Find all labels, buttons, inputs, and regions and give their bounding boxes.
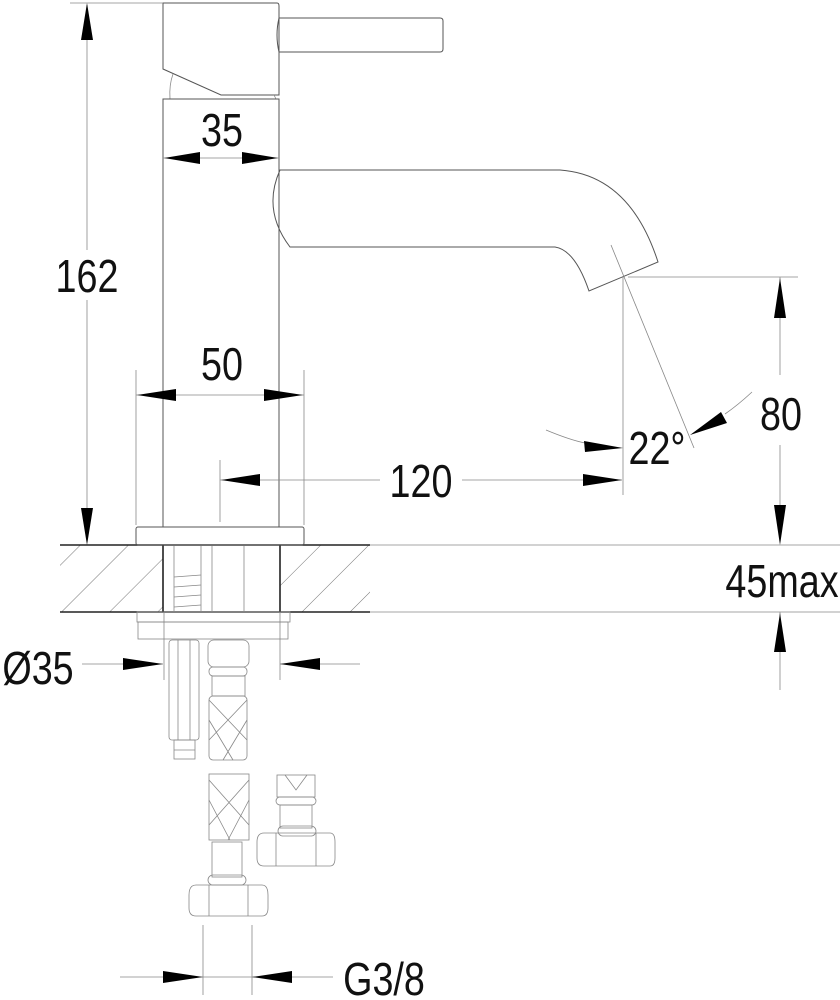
dim-162-label: 162 (56, 250, 119, 301)
dimension-height-80: 80 (628, 276, 802, 545)
dimension-body-35: 35 (163, 104, 279, 164)
dimension-thread: G3/8 (120, 925, 425, 1000)
dim-45max-label: 45max (725, 555, 838, 606)
dim-120-label: 120 (390, 455, 453, 506)
dimension-angle-22: 22° (545, 244, 753, 495)
dim-diameter-label: Ø35 (2, 642, 73, 693)
dimension-counter-45max: 45max (725, 555, 839, 690)
faucet-body (135, 98, 305, 546)
dim-80-label: 80 (760, 388, 802, 439)
dim-50-label: 50 (201, 338, 243, 389)
spout (272, 169, 659, 292)
handle (162, 2, 444, 100)
dimension-reach-120: 120 (219, 455, 622, 522)
under-counter-fittings (136, 611, 336, 917)
dim-thread-label: G3/8 (343, 953, 425, 1000)
countertop-section (60, 544, 840, 613)
dimension-height-162: 162 (56, 2, 163, 545)
dim-35-label: 35 (201, 104, 243, 155)
dimension-hole-diameter: Ø35 (2, 642, 360, 694)
dim-angle-label: 22° (628, 422, 685, 473)
dimension-flange-50: 50 (135, 338, 305, 525)
